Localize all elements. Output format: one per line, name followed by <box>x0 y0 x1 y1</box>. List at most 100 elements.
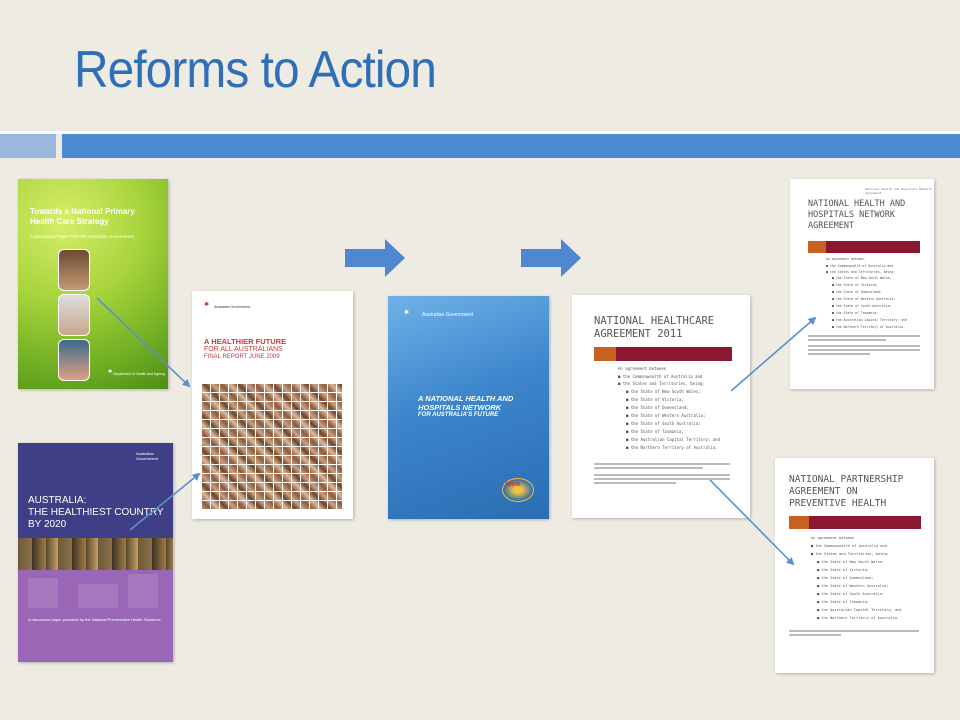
portrait-mosaic <box>202 383 342 509</box>
state-item: ■ the State of Victoria; <box>817 568 869 572</box>
doc-npa-preventive-health: NATIONAL PARTNERSHIP AGREEMENT ON PREVEN… <box>775 458 934 673</box>
party-text: the States and Territories, being: <box>622 381 705 386</box>
title-line: FINAL REPORT JUNE 2009 <box>204 354 280 360</box>
title-line: FOR ALL AUSTRALIANS <box>204 346 283 353</box>
running-header: National Health and Hospitals Network Ag… <box>865 187 932 195</box>
heading-line: NATIONAL HEALTHCARE <box>594 315 715 327</box>
accent-bar-left <box>0 134 56 158</box>
title-line: AUSTRALIA: <box>28 495 87 506</box>
doc-heading: NATIONAL HEALTHCARE AGREEMENT 2011 <box>594 315 714 341</box>
doc-subtitle: A Discussion Paper from the Australian G… <box>30 234 134 239</box>
cover-photo <box>58 294 90 336</box>
block-arrow <box>521 239 581 277</box>
state-text: the State of New South Wales; <box>630 389 701 394</box>
state-text: the State of Victoria; <box>821 568 869 572</box>
state-item: ■ the State of Western Australia; <box>832 297 896 301</box>
state-text: the Northern Territory of Australia. <box>835 325 905 329</box>
connector-arrow <box>96 297 191 388</box>
state-text: the State of New South Wales; <box>821 560 885 564</box>
state-text: the State of Tasmania; <box>835 311 879 315</box>
council-logo-block <box>789 516 809 529</box>
party-line: ■ the States and Territories, being: <box>826 270 896 274</box>
state-text: the State of Tasmania; <box>821 600 869 604</box>
states-list: ■ the State of New South Wales; ■ the St… <box>817 560 901 624</box>
accent-bar-right <box>62 134 960 158</box>
logo-text: NHHN <box>506 482 521 488</box>
title-line: THE HEALTHIEST COUNTRY <box>28 507 164 518</box>
state-item: ■ the State of Western Australia; <box>626 413 706 418</box>
state-item: ■ the Northern Territory of Australia. <box>817 616 900 620</box>
state-text: the Australian Capital Territory; and <box>630 437 720 442</box>
party-text: the Commonwealth of Australia and <box>815 544 887 548</box>
heading-line: NATIONAL PARTNERSHIP <box>789 474 904 485</box>
gov-label: Australian Government <box>422 312 474 318</box>
state-item: ■ the Northern Territory of Australia. <box>832 325 905 329</box>
party-line: ■ the States and Territories, being: <box>811 552 889 556</box>
state-text: the State of South Australia; <box>630 421 701 426</box>
state-item: ■ the State of Queensland; <box>626 405 689 410</box>
party-text: the States and Territories, being: <box>829 270 896 274</box>
state-text: the State of Queensland; <box>821 576 874 580</box>
party-line: ■ the States and Territories, being: <box>618 381 705 386</box>
heading-line: NATIONAL HEALTH AND <box>808 199 906 209</box>
slide-title: Reforms to Action <box>74 41 437 99</box>
party-text: the States and Territories, being: <box>815 552 889 556</box>
intro-line: An agreement between <box>811 536 855 540</box>
doc-title: AUSTRALIA: THE HEALTHIEST COUNTRY BY 202… <box>28 495 168 531</box>
doc-national-healthcare-agreement: NATIONAL HEALTHCARE AGREEMENT 2011 An ag… <box>572 295 750 518</box>
states-list: ■ the State of New South Wales; ■ the St… <box>626 389 720 453</box>
cover-photo <box>58 339 90 381</box>
doc-caption: A discussion paper prepared by the Natio… <box>28 617 161 622</box>
doc-title: Towards a National Primary Health Care S… <box>30 207 135 226</box>
party-line: ■ the Commonwealth of Australia and <box>826 264 894 268</box>
state-item: ■ the Australian Capital Territory; and <box>817 608 902 612</box>
nhhn-logo-icon <box>502 478 534 502</box>
heading-line: HOSPITALS NETWORK <box>808 210 895 220</box>
state-item: ■ the State of South Australia; <box>832 304 892 308</box>
state-item: ■ the State of Tasmania; <box>832 311 879 315</box>
decor-square <box>128 574 158 608</box>
state-item: ■ the State of Queensland; <box>817 576 874 580</box>
party-text: the Commonwealth of Australia and <box>829 264 894 268</box>
gov-label: Australian Government <box>214 305 250 309</box>
doc-publisher: Department of Health and Ageing <box>113 372 165 376</box>
connector-arrow <box>730 316 817 392</box>
state-text: the State of South Australia; <box>821 592 885 596</box>
crest-label: Australian Government <box>136 451 159 461</box>
state-text: the Northern Territory of Australia. <box>630 445 718 450</box>
council-logo-block <box>594 347 616 361</box>
state-text: the State of New South Wales; <box>835 276 892 280</box>
states-list: ■ the State of New South Wales; ■ the St… <box>832 276 907 332</box>
state-text: the State of Western Australia; <box>835 297 896 301</box>
state-item: ■ the State of Western Australia; <box>817 584 889 588</box>
body-text-lines <box>594 463 730 484</box>
intro-line: An agreement between <box>826 257 865 261</box>
heading-line: AGREEMENT ON <box>789 486 858 497</box>
state-item: ■ the State of New South Wales; <box>817 560 885 564</box>
heading-band <box>616 347 732 361</box>
state-item: ■ the Australian Capital Territory; and <box>832 318 907 322</box>
doc-heading: NATIONAL HEALTH AND HOSPITALS NETWORK AG… <box>808 199 905 232</box>
connector-arrow <box>129 472 201 531</box>
body-text-lines <box>808 335 920 355</box>
doc-primary-health-care-strategy: Towards a National Primary Health Care S… <box>18 179 168 389</box>
state-text: the State of Victoria; <box>630 397 684 402</box>
party-line: ■ the Commonwealth of Australia and <box>811 544 887 548</box>
state-text: the Australian Capital Territory; and <box>821 608 902 612</box>
doc-healthiest-country: Australian Government AUSTRALIA: THE HEA… <box>18 443 173 662</box>
title-line: HOSPITALS NETWORK <box>418 403 502 412</box>
heading-line: AGREEMENT <box>808 221 855 231</box>
state-text: the State of South Australia; <box>835 304 892 308</box>
state-item: ■ the Northern Territory of Australia. <box>626 445 718 450</box>
state-text: the State of Victoria; <box>835 283 879 287</box>
heading-band <box>826 241 920 253</box>
state-text: the State of Western Australia; <box>821 584 889 588</box>
state-item: ■ the State of Victoria; <box>626 397 684 402</box>
state-text: the Northern Territory of Australia. <box>821 616 900 620</box>
intro-line: An agreement between <box>618 366 667 371</box>
state-item: ■ the State of Queensland; <box>832 290 882 294</box>
state-item: ■ the State of Tasmania; <box>626 429 684 434</box>
state-text: the State of Queensland; <box>835 290 882 294</box>
connector-arrow <box>709 479 795 566</box>
